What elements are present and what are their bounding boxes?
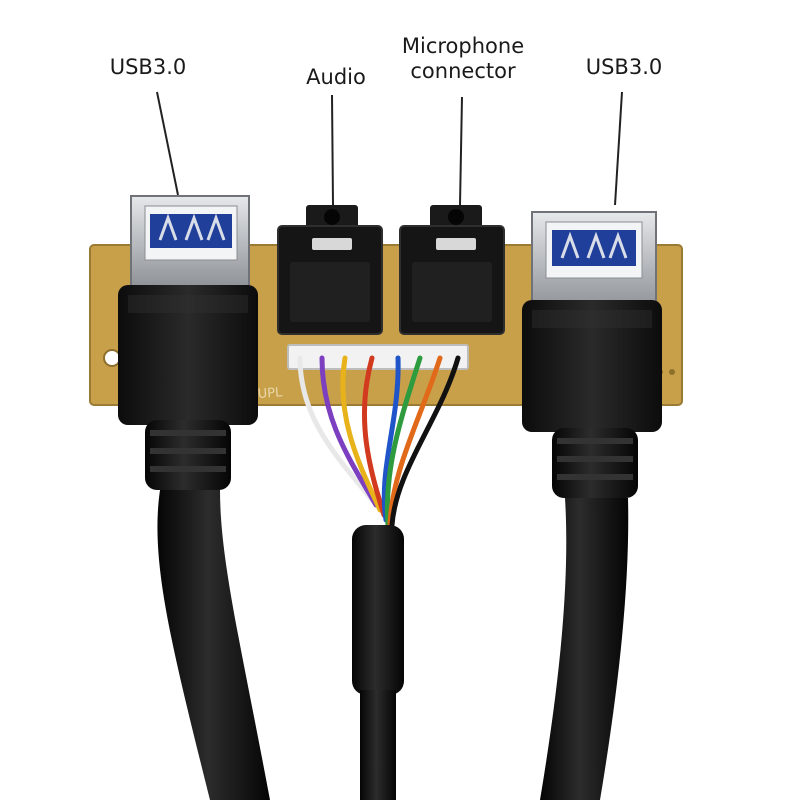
label-microphone-line2: connector	[410, 59, 516, 83]
label-usb-right: USB3.0	[574, 55, 674, 80]
cable-icon	[145, 420, 270, 800]
usb-port-icon	[130, 195, 250, 289]
leader-line-usb-left	[156, 91, 179, 196]
label-usb-right-text: USB3.0	[585, 55, 663, 79]
leader-line-usb-right	[614, 91, 623, 206]
label-microphone-line1: Microphone	[401, 34, 525, 58]
label-audio: Audio	[296, 65, 376, 90]
leader-line-audio	[331, 94, 334, 206]
wire-bundle-sleeve	[352, 525, 404, 800]
pcb-silkscreen-text: UPL	[257, 385, 283, 402]
usb-plug-right	[522, 300, 662, 432]
label-microphone-connector: Microphone connector	[388, 34, 538, 84]
usb-plug-left	[118, 285, 258, 425]
pin-header-connector	[287, 344, 469, 370]
label-usb-left-text: USB3.0	[109, 55, 187, 79]
label-audio-text: Audio	[306, 65, 366, 89]
leader-line-microphone	[459, 96, 463, 206]
leader-lines	[156, 91, 623, 206]
audio-jack-icon	[277, 205, 383, 335]
usb-port-icon	[531, 211, 657, 311]
colored-wires	[297, 355, 461, 528]
cable-icon	[540, 428, 638, 800]
label-usb-left: USB3.0	[98, 55, 198, 80]
microphone-jack-icon	[399, 205, 505, 335]
